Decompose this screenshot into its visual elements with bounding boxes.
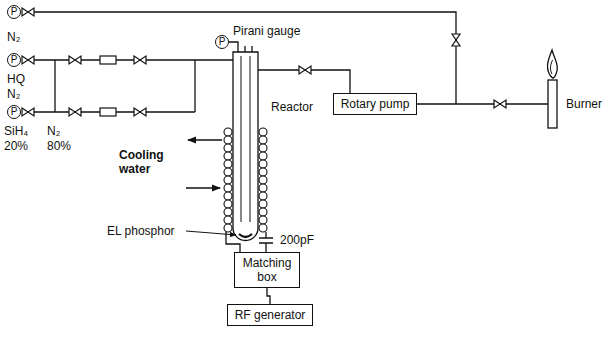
coil-winding [224,192,232,200]
pressure-gauge: P [7,53,21,67]
gas-lines [34,12,548,112]
node-text: P [8,54,20,66]
coil-winding [224,216,232,224]
node-text: P [8,6,20,18]
valve-symbol [134,56,146,64]
part-label: Cooling water [118,148,182,176]
coil-wire [226,232,240,252]
phosphor-sample [239,234,252,237]
coil-winding [259,160,267,168]
coil-winding [259,176,267,184]
coil-winding [259,144,267,152]
cooling-water-in-arrow [186,187,220,188]
connector-line [267,288,270,304]
bypass-rail [194,60,195,112]
burner-flame [547,50,557,78]
part-label: Reactor [270,100,314,114]
coil-winding [224,208,232,216]
coil-wire [265,232,266,252]
coil-winding [224,128,232,136]
part-label: Burner [565,97,603,111]
pressure-gauge: P [7,5,21,19]
valve-symbol [69,56,81,64]
reactor [233,46,258,241]
coil-winding [259,184,267,192]
coil-winding [224,160,232,168]
valve-symbol [134,108,146,116]
valve-symbol [494,100,506,108]
part-label: Pirani gauge [232,24,301,38]
node-text: P [8,106,20,118]
part-label: EL phosphor [106,224,176,238]
generator-box: RF generator [227,304,313,326]
coil-winding [259,136,267,144]
cooling-water-out-arrow [188,139,222,140]
gas-label: N₂ [46,124,61,138]
coil-winding [224,200,232,208]
coil-winding [259,168,267,176]
gas-label: N₂ [6,30,21,44]
capacitor-symbol [259,238,273,243]
gas-label: HQ [6,72,26,86]
inner-tube [241,56,250,222]
reactor-tube [233,52,258,241]
reactor-ports [238,46,252,52]
gas-label: 20% [3,139,29,153]
coil-winding [224,136,232,144]
pressure-gauge: P [215,35,229,49]
coil-winding [224,224,232,232]
valve-symbol [22,8,34,16]
gas-label: SiH₄ [3,124,29,138]
pump-line [258,70,350,94]
coil-winding [259,128,267,136]
coil-winding [224,176,232,184]
bypass-rail [54,60,55,112]
pressure-gauge: P [7,105,21,119]
coil-winding [224,144,232,152]
exhaust-line [417,103,548,104]
node-text: Matching box [239,256,295,284]
flow-regulator [100,56,116,64]
node-text: Rotary pump [338,97,412,111]
node-text: P [216,36,228,48]
rf-coil [224,128,267,232]
valve-symbol [22,108,34,116]
wiring [186,140,273,252]
coil-winding [259,192,267,200]
coil-winding [259,152,267,160]
gas-label: N₂ [6,87,21,101]
coil-winding [224,168,232,176]
coil-winding [224,184,232,192]
burner-tube [548,80,557,128]
coil-winding [259,208,267,216]
gas-label: 80% [46,139,72,153]
valves [22,8,506,116]
node-text: RF generator [232,308,308,322]
valve-symbol [69,108,81,116]
gauge-line [229,42,238,46]
burner [547,50,557,128]
burner-flame [550,60,552,74]
coil-winding [224,152,232,160]
flow-regulator [100,108,116,116]
leader-line [186,231,236,235]
coil-winding [259,224,267,232]
valve-symbol [299,66,311,74]
coil-winding [259,200,267,208]
pump-box: Rotary pump [333,93,417,115]
valve-symbol [22,56,34,64]
matching-box: Matching box [234,252,300,288]
coil-winding [259,216,267,224]
valve-symbol [452,34,460,46]
value-label: 200pF [279,233,315,247]
